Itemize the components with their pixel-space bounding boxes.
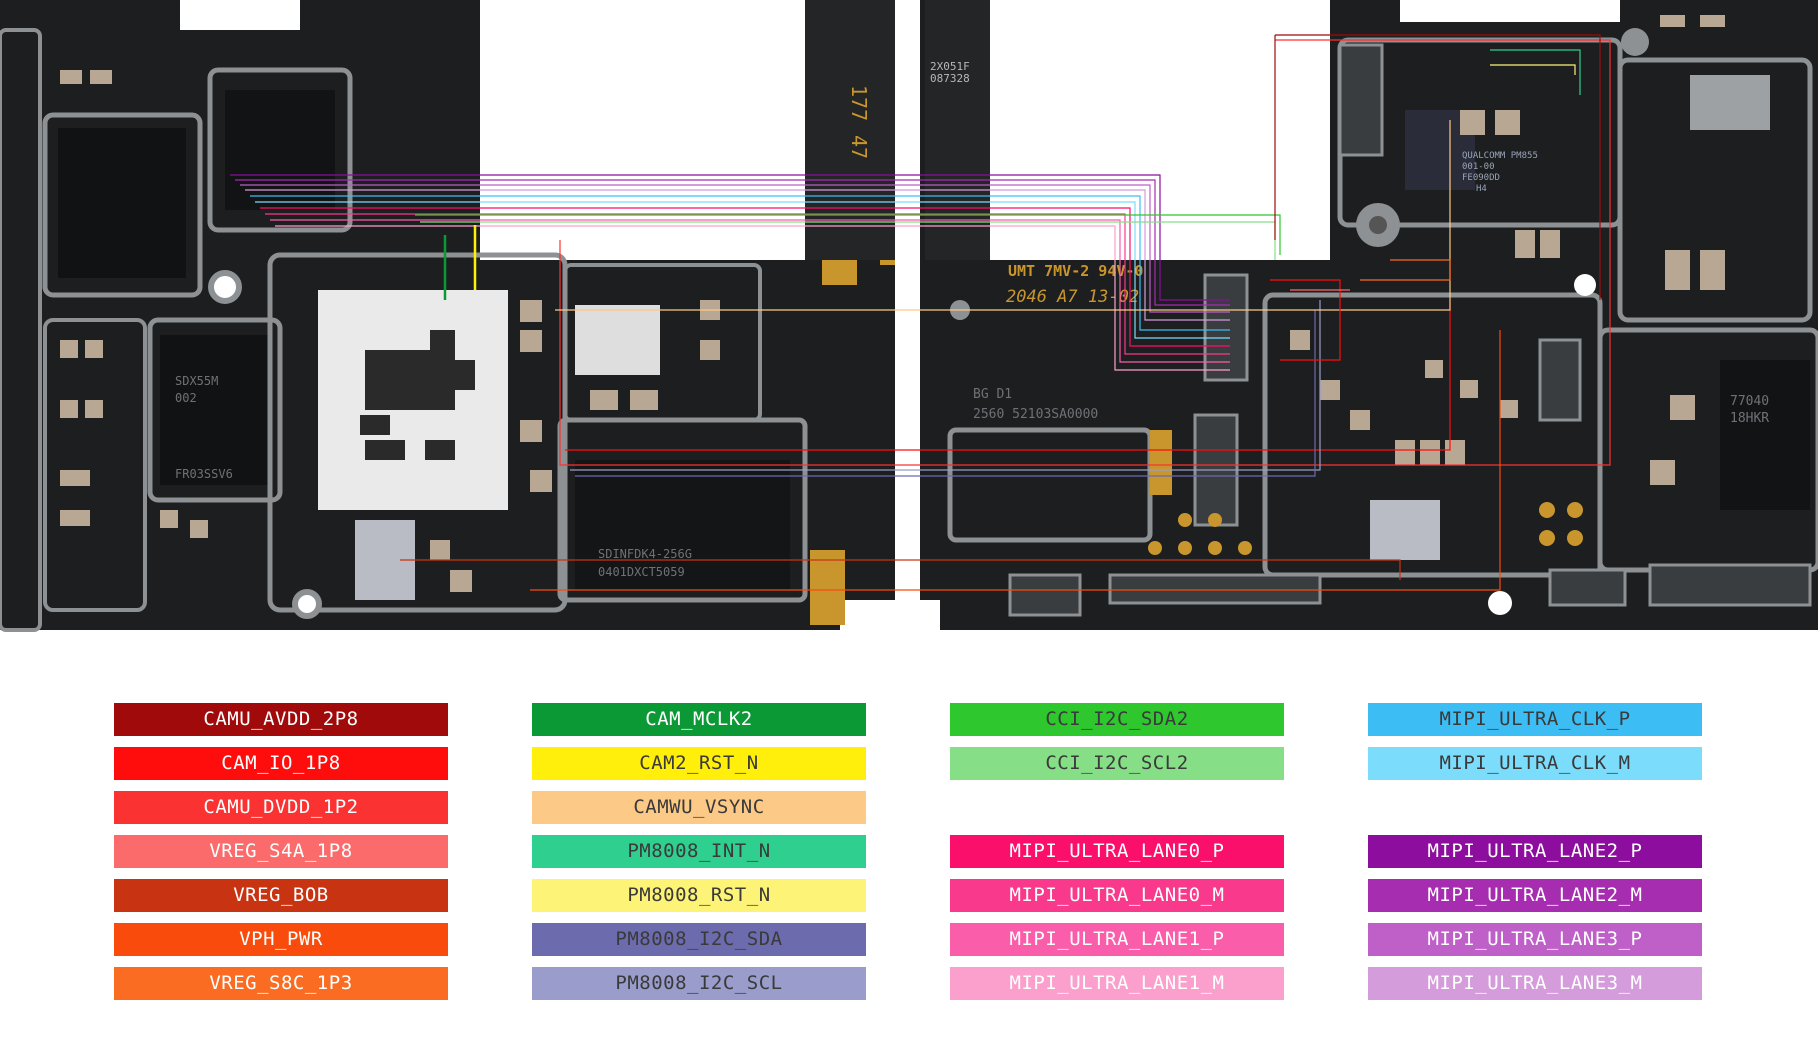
legend-chip-mipi-ultra-lane0-m: MIPI_ULTRA_LANE0_M — [950, 879, 1284, 912]
legend-chip-mipi-ultra-lane3-m: MIPI_ULTRA_LANE3_M — [1368, 967, 1702, 1000]
pcb-label-chip-a: 77040 — [1730, 394, 1769, 409]
pcb-label-qr-bottom: 087328 — [930, 72, 970, 85]
right-board: UMT 7MV-2 94V-0 2046 A7 13-02 BG D1 2560… — [920, 0, 1818, 630]
legend-chip-camwu-vsync: CAMWU_VSYNC — [532, 791, 866, 824]
pcb-label-modem-lot: FR03SSV6 — [175, 467, 233, 481]
pcb-label-pmic-lot: FE090DD — [1462, 173, 1500, 183]
pcb-label-chip-b: 18HKR — [1730, 411, 1769, 426]
pcb-board-photo: SDX55M 002 FR03SSV6 SDINFDK4-256G 0401DX… — [0, 0, 1818, 632]
legend-chip-pm8008-i2c-sda: PM8008_I2C_SDA — [532, 923, 866, 956]
legend-chip-mipi-ultra-lane1-m: MIPI_ULTRA_LANE1_M — [950, 967, 1284, 1000]
legend-chip-pm8008-int-n: PM8008_INT_N — [532, 835, 866, 868]
pcb-label-storage-lot: 0401DXCT5059 — [598, 565, 685, 579]
pcb-label-modem-rev: 002 — [175, 391, 197, 405]
pcb-label-pmic: QUALCOMM PM855 — [1462, 151, 1538, 161]
legend-chip-vreg-s8c-1p3: VREG_S8C_1P3 — [114, 967, 448, 1000]
legend-chip-vph-pwr: VPH_PWR — [114, 923, 448, 956]
legend-chip-mipi-ultra-clk-p: MIPI_ULTRA_CLK_P — [1368, 703, 1702, 736]
pcb-label-date: 2046 A7 13-02 — [1006, 287, 1139, 307]
legend-chip-mipi-ultra-lane0-p: MIPI_ULTRA_LANE0_P — [950, 835, 1284, 868]
legend-chip-camu-dvdd-1p2: CAMU_DVDD_1P2 — [114, 791, 448, 824]
pcb-label-qr-top: 2X051F — [930, 60, 970, 73]
left-board: SDX55M 002 FR03SSV6 SDINFDK4-256G 0401DX… — [0, 0, 895, 632]
signal-traces — [230, 34, 1611, 591]
pcb-label-serial: 2560 52103SA0000 — [973, 407, 1098, 422]
legend-chip-pm8008-i2c-scl: PM8008_I2C_SCL — [532, 967, 866, 1000]
legend-chip-cam2-rst-n: CAM2_RST_N — [532, 747, 866, 780]
pcb-label-umt: UMT 7MV-2 94V-0 — [1008, 262, 1143, 280]
legend-chip-cci-i2c-sda2: CCI_I2C_SDA2 — [950, 703, 1284, 736]
pcb-label-pmic-h4: H4 — [1476, 184, 1487, 194]
pcb-label-storage: SDINFDK4-256G — [598, 547, 692, 561]
legend-chip-vreg-bob: VREG_BOB — [114, 879, 448, 912]
legend-chip-vreg-s4a-1p8: VREG_S4A_1P8 — [114, 835, 448, 868]
legend-chip-mipi-ultra-lane3-p: MIPI_ULTRA_LANE3_P — [1368, 923, 1702, 956]
legend-chip-mipi-ultra-clk-m: MIPI_ULTRA_CLK_M — [1368, 747, 1702, 780]
pcb-label-modem: SDX55M — [175, 374, 218, 388]
pcb-label-strip-b: 47 — [847, 135, 871, 159]
legend-chip-mipi-ultra-lane2-p: MIPI_ULTRA_LANE2_P — [1368, 835, 1702, 868]
legend-chip-mipi-ultra-lane1-p: MIPI_ULTRA_LANE1_P — [950, 923, 1284, 956]
pcb-label-pmic-rev: 001-00 — [1462, 162, 1495, 172]
pcb-label-bg: BG D1 — [973, 387, 1012, 402]
pcb-label-strip-a: 177 — [847, 85, 871, 121]
legend-chip-camu-avdd-2p8: CAMU_AVDD_2P8 — [114, 703, 448, 736]
legend-chip-cam-io-1p8: CAM_IO_1P8 — [114, 747, 448, 780]
legend-chip-mipi-ultra-lane2-m: MIPI_ULTRA_LANE2_M — [1368, 879, 1702, 912]
legend-chip-cci-i2c-scl2: CCI_I2C_SCL2 — [950, 747, 1284, 780]
legend-chip-pm8008-rst-n: PM8008_RST_N — [532, 879, 866, 912]
legend-chip-cam-mclk2: CAM_MCLK2 — [532, 703, 866, 736]
